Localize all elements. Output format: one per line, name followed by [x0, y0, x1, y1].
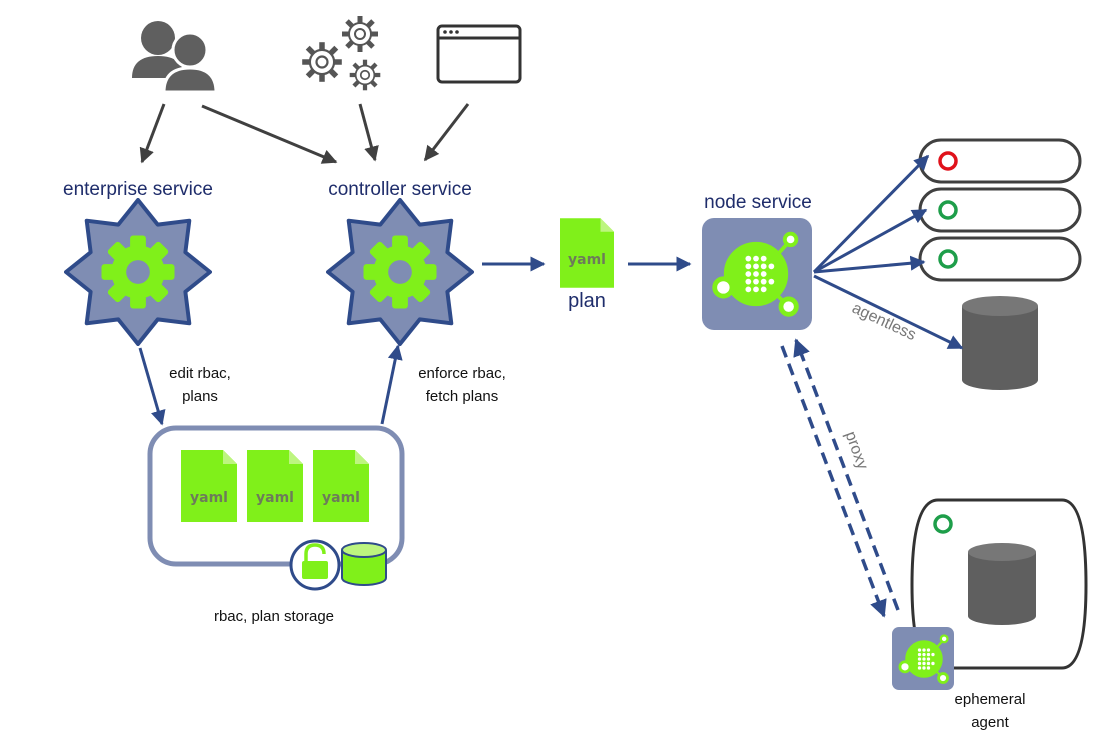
server-3 — [918, 236, 1082, 282]
storage-database-icon — [341, 542, 387, 586]
node-service-icon — [702, 218, 812, 330]
svg-text:yaml: yaml — [190, 490, 228, 506]
browser-window-icon — [436, 24, 522, 84]
edit-rbac-label-1: edit rbac, — [169, 365, 231, 382]
proxy-label: proxy — [842, 429, 871, 472]
plan-label: plan — [568, 290, 606, 312]
plan-file-text: yaml — [568, 252, 606, 268]
lock-icon — [289, 539, 341, 591]
proxy-arrows — [780, 338, 900, 618]
controller-service-icon — [326, 198, 474, 346]
yaml-file-icon-3: yaml — [313, 450, 369, 522]
ephemeral-agent-label-2: agent — [971, 714, 1009, 731]
agentless-arrows — [812, 154, 964, 350]
yaml-file-icon-1: yaml — [181, 450, 237, 522]
input-arrows — [139, 103, 470, 164]
enterprise-service-icon — [64, 198, 212, 346]
ephemeral-agent-node-icon — [892, 627, 954, 690]
server-2 — [918, 187, 1082, 233]
svg-text:yaml: yaml — [256, 490, 294, 506]
status-indicator-1 — [938, 151, 958, 171]
enterprise-service-label: enterprise service — [63, 179, 213, 200]
node-service-label: node service — [704, 192, 812, 213]
edit-rbac-arrow — [138, 347, 166, 426]
storage-label: rbac, plan storage — [214, 608, 334, 625]
ephemeral-status-indicator — [933, 514, 953, 534]
edit-rbac-label-2: plans — [182, 388, 218, 405]
status-indicator-2 — [938, 200, 958, 220]
agentless-database-icon — [962, 296, 1038, 390]
enforce-rbac-label-1: enforce rbac, — [418, 365, 506, 382]
svg-text:yaml: yaml — [322, 490, 360, 506]
controller-service-label: controller service — [328, 179, 472, 200]
status-indicator-3 — [938, 249, 958, 269]
users-icon — [132, 21, 218, 94]
yaml-file-icon-2: yaml — [247, 450, 303, 522]
ephemeral-agent-label-1: ephemeral — [955, 691, 1026, 708]
server-1 — [918, 138, 1082, 184]
enforce-rbac-arrow — [380, 344, 403, 425]
plan-file-icon: yaml — [560, 218, 614, 288]
ephemeral-database-icon — [968, 543, 1036, 625]
enforce-rbac-label-2: fetch plans — [426, 388, 499, 405]
gears-icon — [302, 16, 380, 90]
